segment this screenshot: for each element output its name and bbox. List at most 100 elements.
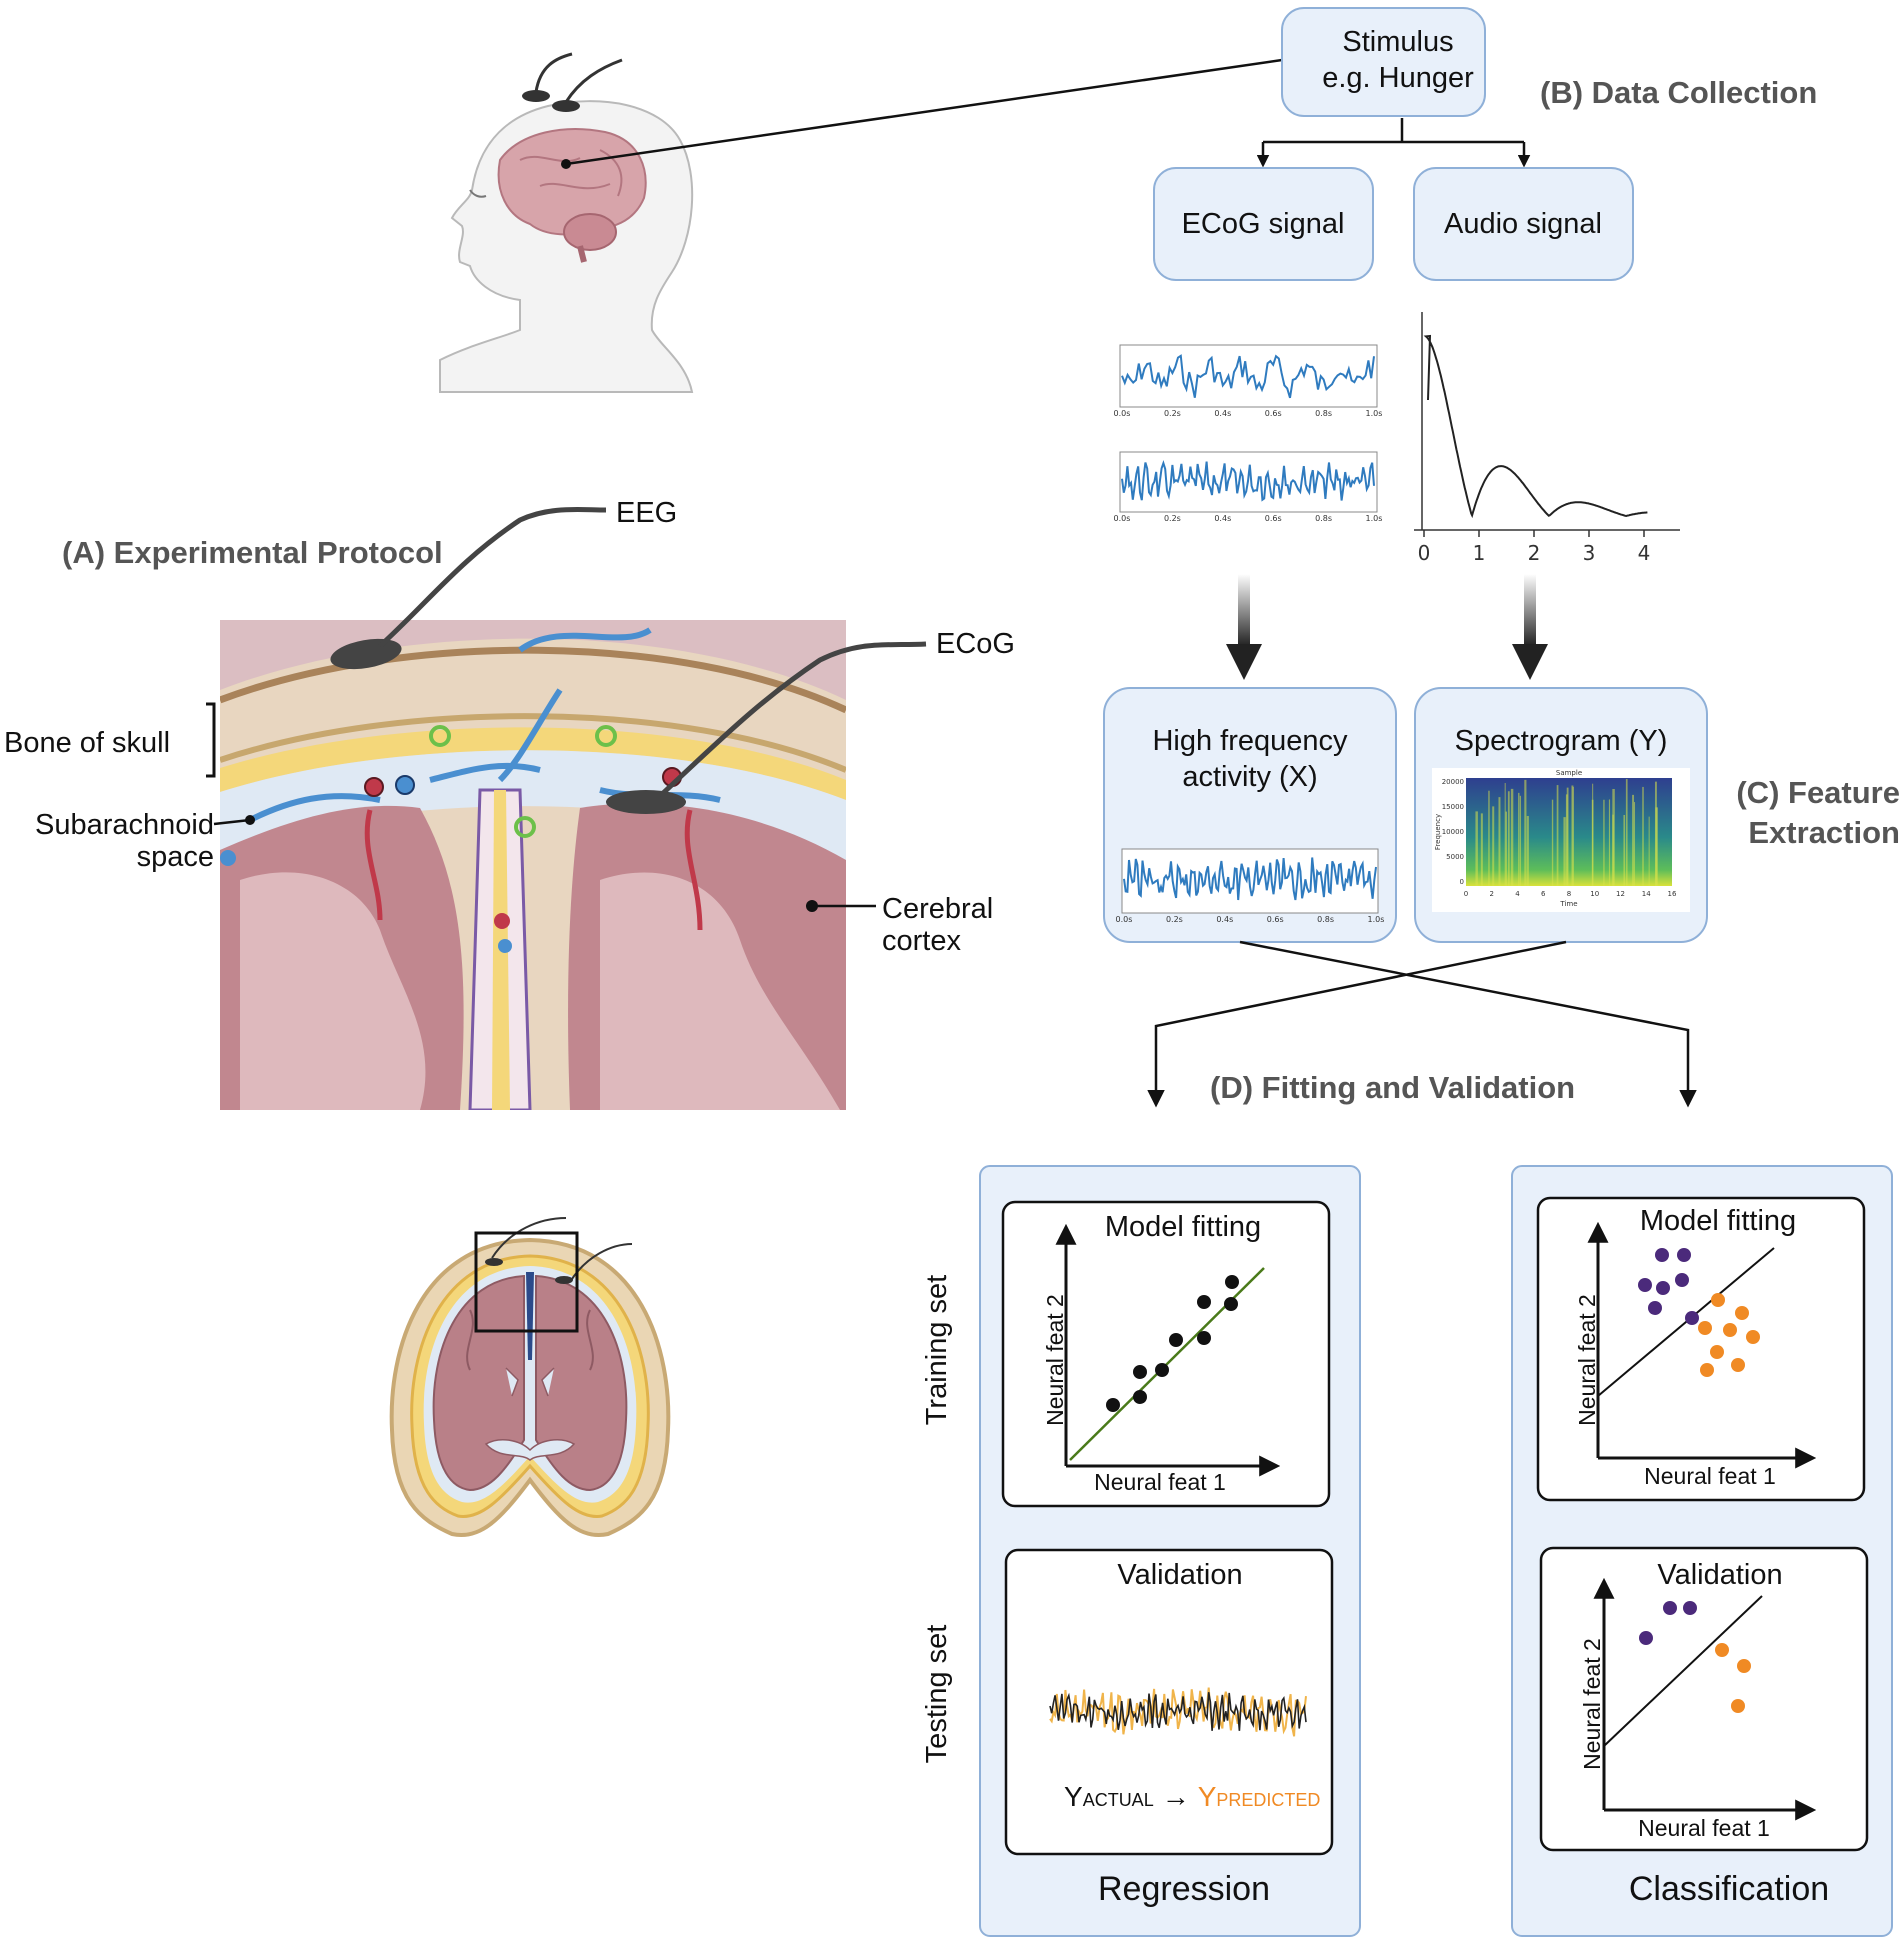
tick-label: 0.8s	[1315, 409, 1332, 418]
tick-label: 0.0s	[1116, 915, 1133, 924]
audio-tick-label: 3	[1583, 541, 1596, 565]
tick-label: 0.8s	[1315, 514, 1332, 523]
ecog-signal-box	[1153, 167, 1374, 281]
class-b-point	[1723, 1323, 1737, 1337]
ecog-signal-label: ECoG signal	[1182, 208, 1345, 240]
spectrogram-y-tick: 15000	[1442, 803, 1464, 811]
class-a-point	[1683, 1601, 1697, 1615]
eeg-electrode	[330, 506, 607, 670]
section-c-title-line2: Extraction	[1748, 815, 1900, 850]
svg-text:YACTUAL→YPREDICTED: YACTUAL→YPREDICTED	[1064, 1781, 1320, 1812]
class-b-point	[1731, 1699, 1745, 1713]
ecog-to-hfa-arrow	[1226, 574, 1262, 680]
classification-validation-card	[1539, 1546, 1869, 1852]
testing-set-label: Testing set	[921, 1625, 953, 1764]
tick-label: 0.8s	[1317, 915, 1334, 924]
audio-tick-label: 2	[1528, 541, 1541, 565]
ecog-waveform-2	[1119, 451, 1378, 513]
classification-fitting-card	[1536, 1196, 1866, 1502]
tick-label: 0.6s	[1265, 514, 1282, 523]
class-a-point	[1648, 1301, 1662, 1315]
audio-tick-label: 4	[1638, 541, 1651, 565]
class-a-point	[1685, 1311, 1699, 1325]
crossing-arrows	[1147, 940, 1697, 1108]
spectrogram-y-tick: 20000	[1442, 778, 1464, 786]
audio-tick-label: 1	[1473, 541, 1486, 565]
zoom-box	[474, 1231, 579, 1333]
ecog-electrode	[606, 641, 927, 814]
training-point	[1133, 1390, 1147, 1404]
class-b-point	[1737, 1659, 1751, 1673]
training-set-label: Training set	[921, 1275, 953, 1425]
class-b-point	[1700, 1363, 1714, 1377]
spectrogram-xlabel: Time	[1559, 900, 1577, 908]
class-a-point	[1656, 1281, 1670, 1295]
actual-signal	[1049, 1692, 1307, 1731]
class-b-point	[1715, 1643, 1729, 1657]
classification-val-xlabel: Neural feat 1	[1638, 1815, 1770, 1841]
audio-tick-label: 0	[1418, 541, 1431, 565]
classification-validation-title: Validation	[1657, 1559, 1782, 1591]
audio-to-spectrogram-arrow	[1512, 574, 1548, 680]
training-point	[1133, 1365, 1147, 1379]
label-bone-of-skull: Bone of skull	[4, 727, 170, 759]
spectrogram-x-tick: 12	[1616, 890, 1625, 898]
training-point	[1197, 1331, 1211, 1345]
section-a-title: (A) Experimental Protocol	[62, 535, 443, 570]
stimulus-label-line1: Stimulus	[1342, 26, 1453, 58]
subarachnoid-pointer	[213, 818, 251, 826]
regression-fitting-card	[1001, 1200, 1331, 1508]
class-b-point	[1710, 1345, 1724, 1359]
class-a-point	[1677, 1248, 1691, 1262]
spectrogram-x-tick: 10	[1590, 890, 1599, 898]
spectrogram-label: Spectrogram (Y)	[1455, 725, 1668, 757]
spectrogram-x-tick: 4	[1515, 890, 1520, 898]
head-to-stimulus-line	[565, 58, 1283, 166]
classification-fit-boundary	[1597, 1247, 1775, 1397]
stimulus-label-line2: e.g. Hunger	[1322, 62, 1474, 94]
training-point	[1224, 1297, 1238, 1311]
section-d-title: (D) Fitting and Validation	[1210, 1070, 1575, 1105]
label-ecog: ECoG	[936, 628, 1015, 660]
tick-label: 0.2s	[1166, 915, 1183, 924]
tick-label: 0.2s	[1164, 514, 1181, 523]
classification-val-ylabel: Neural feat 2	[1579, 1638, 1605, 1770]
y-actual-to-predicted-label: YACTUAL→YPREDICTED	[1064, 1781, 1320, 1812]
regression-label: Regression	[1098, 1870, 1270, 1908]
class-b-point	[1698, 1321, 1712, 1335]
tick-label: 1.0s	[1366, 514, 1383, 523]
tick-label: 0.2s	[1164, 409, 1181, 418]
class-b-point	[1731, 1358, 1745, 1372]
label-subarachnoid-line2: space	[137, 841, 214, 873]
stimulus-box	[1281, 7, 1486, 117]
label-cerebral-cortex-line1: Cerebral	[882, 893, 993, 925]
spectrogram-plot: Sample Time Frequency	[1432, 768, 1690, 912]
regression-fit-ylabel: Neural feat 2	[1042, 1294, 1068, 1426]
label-subarachnoid-line1: Subarachnoid	[35, 809, 214, 841]
spectrogram-x-tick: 8	[1567, 890, 1571, 898]
ecog-waveform-1	[1119, 344, 1378, 408]
classification-fitting-title: Model fitting	[1640, 1205, 1796, 1237]
stimulus-split-connector	[1263, 118, 1524, 144]
hfa-waveform	[1121, 848, 1379, 914]
tick-label: 0.0s	[1114, 409, 1131, 418]
coronal-brain-illustration	[389, 1217, 671, 1537]
tick-label: 0.4s	[1214, 409, 1231, 418]
class-a-point	[1675, 1273, 1689, 1287]
audio-x-ticks: 0 1 2 3 4	[1418, 530, 1651, 565]
training-point	[1106, 1398, 1120, 1412]
classification-fit-xlabel: Neural feat 1	[1644, 1463, 1776, 1489]
section-c-title-line1: (C) Feature	[1736, 775, 1900, 810]
tick-label: 0.0s	[1114, 514, 1131, 523]
class-b-point	[1735, 1306, 1749, 1320]
label-eeg: EEG	[616, 497, 677, 529]
regression-fit-xlabel: Neural feat 1	[1094, 1469, 1226, 1495]
cerebellum-shape	[563, 213, 617, 251]
training-point	[1155, 1363, 1169, 1377]
